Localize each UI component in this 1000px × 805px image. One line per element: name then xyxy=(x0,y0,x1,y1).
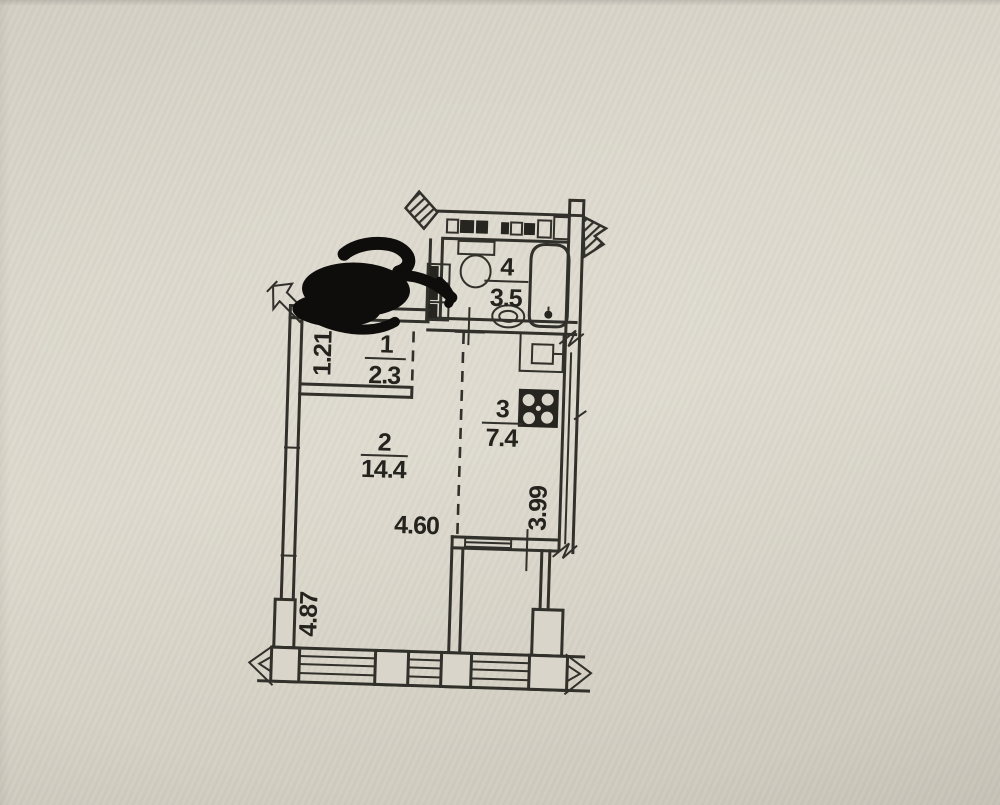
wall-break-zigzag-icon xyxy=(582,214,609,260)
fraction-bar xyxy=(481,421,523,425)
dim-kitchen-depth: 3.99 xyxy=(524,486,553,532)
dashed-zone-boundary xyxy=(410,331,416,386)
wall-pier xyxy=(269,645,302,684)
wall-pier xyxy=(526,653,570,692)
door-opening-cross-icon xyxy=(525,529,529,572)
room-4-area: 3.5 xyxy=(489,284,523,313)
wall-break-zigzag-icon xyxy=(247,644,275,686)
wall-break-mark xyxy=(573,410,587,421)
loggia-window xyxy=(463,537,513,551)
wall-pier xyxy=(272,597,297,650)
fraction-bar xyxy=(360,453,408,458)
vent-duct-icons xyxy=(445,215,571,241)
bathroom-top-wall xyxy=(403,189,583,244)
bathtub-icon xyxy=(527,243,571,329)
room-1-area: 2.3 xyxy=(368,361,401,390)
room-4-number: 4 xyxy=(500,253,515,281)
window-triple-line-icons xyxy=(298,655,530,682)
wall-pier xyxy=(530,607,565,658)
window-glazing-line xyxy=(564,352,573,545)
panel-joint-mark xyxy=(280,446,301,557)
right-exterior-wall xyxy=(552,198,609,559)
room-2-number: 2 xyxy=(377,428,391,456)
redaction-scribble xyxy=(292,236,458,335)
room-bathroom: 4 3.5 xyxy=(425,238,578,346)
wash-basin-icon xyxy=(491,304,526,329)
dim-hallway-width: 1.21 xyxy=(308,330,337,377)
wall-break-mark xyxy=(552,542,578,559)
bottom-exterior-wall xyxy=(247,644,593,696)
door-opening-cross-icon xyxy=(454,307,485,346)
dim-living-depth: 4.87 xyxy=(294,591,323,637)
stove-icon xyxy=(517,388,559,429)
wall-break-zigzag-icon xyxy=(403,189,440,231)
kitchen-sink-icon xyxy=(518,331,565,374)
room-living: 2 14.4 4.60 4.87 xyxy=(294,332,465,637)
wall-pier xyxy=(373,648,411,687)
wall-break-zigzag-icon xyxy=(563,653,593,696)
wall-pier xyxy=(439,650,474,689)
room-3-area: 7.4 xyxy=(485,424,519,453)
room-2-area: 14.4 xyxy=(361,455,408,484)
fraction-bar xyxy=(484,279,529,284)
duct-shaft-icon xyxy=(425,262,451,322)
room-kitchen: 3 7.4 3.99 xyxy=(481,331,565,532)
loggia xyxy=(447,529,565,658)
room-3-number: 3 xyxy=(495,395,509,423)
fraction-bar xyxy=(364,356,406,361)
dim-living-width: 4.60 xyxy=(394,511,440,540)
wall-break-mark xyxy=(558,329,585,348)
dashed-zone-boundary xyxy=(455,332,465,541)
plan: 4 3.5 1 2.3 1.21 2 xyxy=(247,189,609,696)
toilet-icon xyxy=(457,239,496,289)
room-1-number: 1 xyxy=(379,330,394,358)
